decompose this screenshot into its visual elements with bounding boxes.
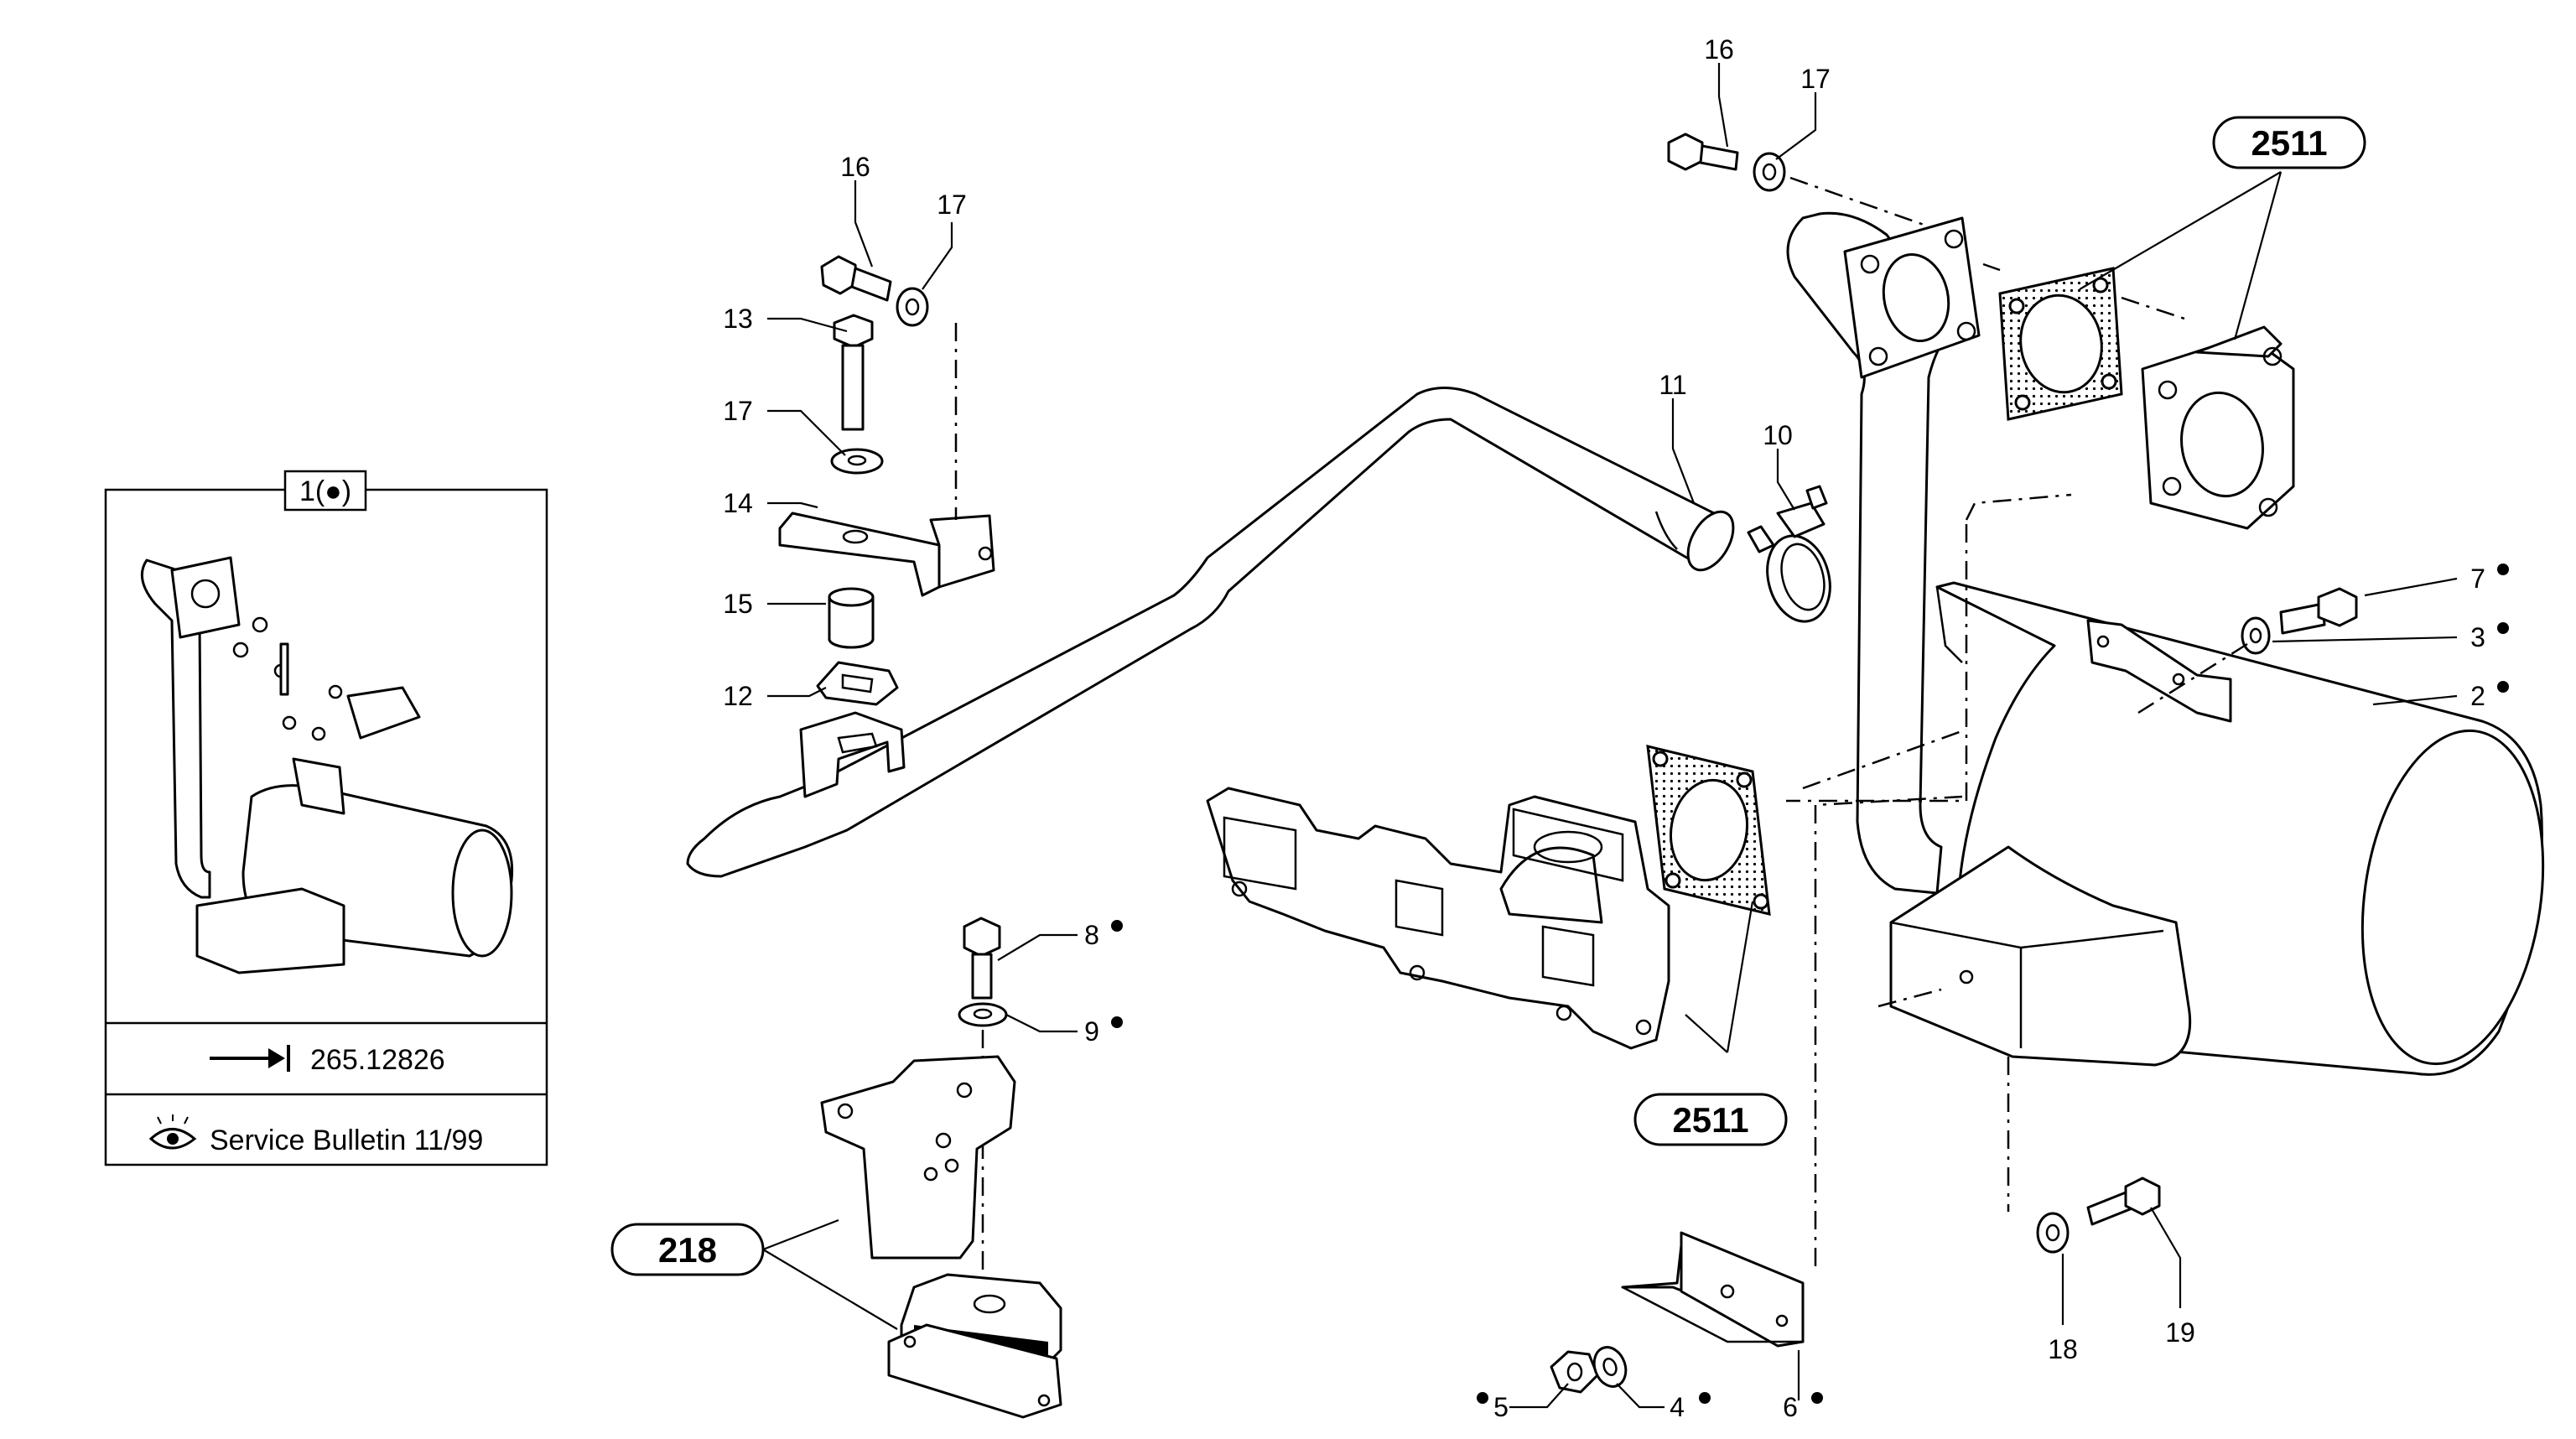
callout-2: 2 (2470, 681, 2485, 711)
bracket-14 (778, 512, 995, 597)
callout-14: 14 (723, 488, 753, 518)
leader-lines (762, 63, 2458, 1409)
callout-8: 8 (1084, 920, 1099, 950)
callout-6: 6 (1783, 1392, 1798, 1422)
callout-9: 9 (1084, 1016, 1099, 1047)
callout-19: 19 (2165, 1317, 2195, 1348)
engine-mount-bracket (820, 1055, 1016, 1260)
arrow-to-bar-icon (210, 1045, 290, 1072)
callout-16: 16 (1704, 34, 1734, 65)
washer-17-left (896, 287, 929, 327)
bolt-19 (2086, 1177, 2161, 1226)
bolt-13 (833, 314, 874, 431)
callout-13: 13 (723, 304, 753, 334)
ref-2511-bottom: 2511 (1633, 1093, 1788, 1146)
inset-panel: 1(●) 265.12826 (104, 470, 548, 1166)
callout-17: 17 (723, 396, 753, 426)
pipe-hanger-bracket (799, 711, 906, 798)
clamp-10 (1747, 485, 1831, 623)
callout-17: 17 (937, 190, 967, 220)
inset-exhaust-thumbnail (140, 556, 514, 974)
muffler-mount-bracket (1889, 845, 2192, 1067)
exhaust-manifold (1206, 787, 1670, 1050)
svg-text:2511: 2511 (2251, 123, 2327, 163)
callout-labels: 16 17 16 17 13 17 14 15 12 11 10 7 3 2 8… (723, 34, 2485, 1422)
callout-7: 7 (2470, 564, 2485, 594)
svg-text:218: 218 (658, 1230, 717, 1270)
tail-pipe-11 (686, 387, 1735, 878)
eye-icon (148, 1114, 197, 1150)
washer-4 (1592, 1346, 1628, 1388)
bracket-6 (1621, 1231, 1805, 1348)
washer-3 (2241, 616, 2271, 655)
washer-9 (958, 1002, 1008, 1027)
bolt-7 (2279, 587, 2358, 635)
washer-18 (2036, 1212, 2070, 1254)
rubber-mount (887, 1273, 1062, 1419)
muffler-inlet-flange (2141, 325, 2295, 530)
spacer-15 (828, 587, 875, 649)
bracket-hardware-group (778, 255, 995, 706)
svg-text:2511: 2511 (1672, 1100, 1748, 1140)
callout-17: 17 (1800, 64, 1831, 94)
clip-12 (816, 661, 899, 706)
inset-title: 1(●) (299, 475, 351, 507)
callout-11: 11 (1659, 370, 1686, 400)
nut-5 (1550, 1350, 1599, 1394)
callout-12: 12 (723, 681, 753, 711)
lower-gasket (1646, 745, 1771, 916)
callout-16: 16 (840, 152, 870, 182)
inset-bulletin: Service Bulletin 11/99 (210, 1125, 483, 1156)
top-bolt-group (1667, 132, 1929, 228)
inset-ref-number: 265.12826 (310, 1044, 445, 1076)
callout-3: 3 (2470, 622, 2485, 652)
callout-4: 4 (1670, 1392, 1685, 1422)
ref-218: 218 (610, 1223, 765, 1276)
callout-18: 18 (2048, 1334, 2078, 1364)
callout-10: 10 (1763, 420, 1793, 450)
callout-15: 15 (723, 589, 753, 619)
upper-flange (1843, 216, 1981, 379)
callout-5: 5 (1493, 1392, 1509, 1422)
ref-2511-top: 2511 (2212, 116, 2366, 169)
bolt-16-left (820, 255, 892, 302)
upper-gasket (1998, 267, 2123, 421)
exhaust-downpipe (1786, 211, 1981, 895)
washer-17-mid (830, 448, 884, 475)
bullet-markers (1111, 564, 2509, 1404)
bolt-8 (963, 917, 1001, 1000)
